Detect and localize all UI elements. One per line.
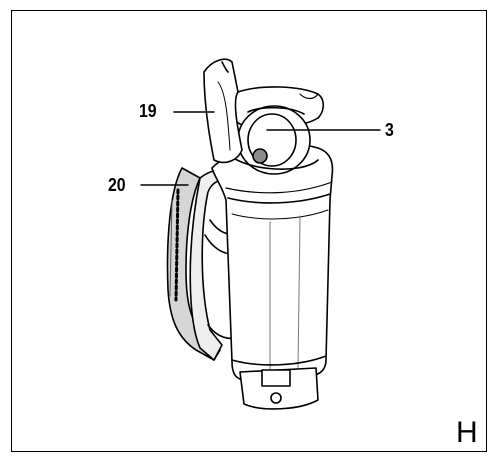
bottom-cap [239, 367, 319, 410]
main-body [211, 143, 334, 381]
callout-3: 3 [385, 120, 394, 140]
panel-letter: H [456, 416, 478, 449]
lid [203, 58, 243, 164]
callout-20: 20 [108, 175, 126, 195]
callout-19: 19 [139, 101, 157, 121]
figure-frame [11, 10, 487, 452]
